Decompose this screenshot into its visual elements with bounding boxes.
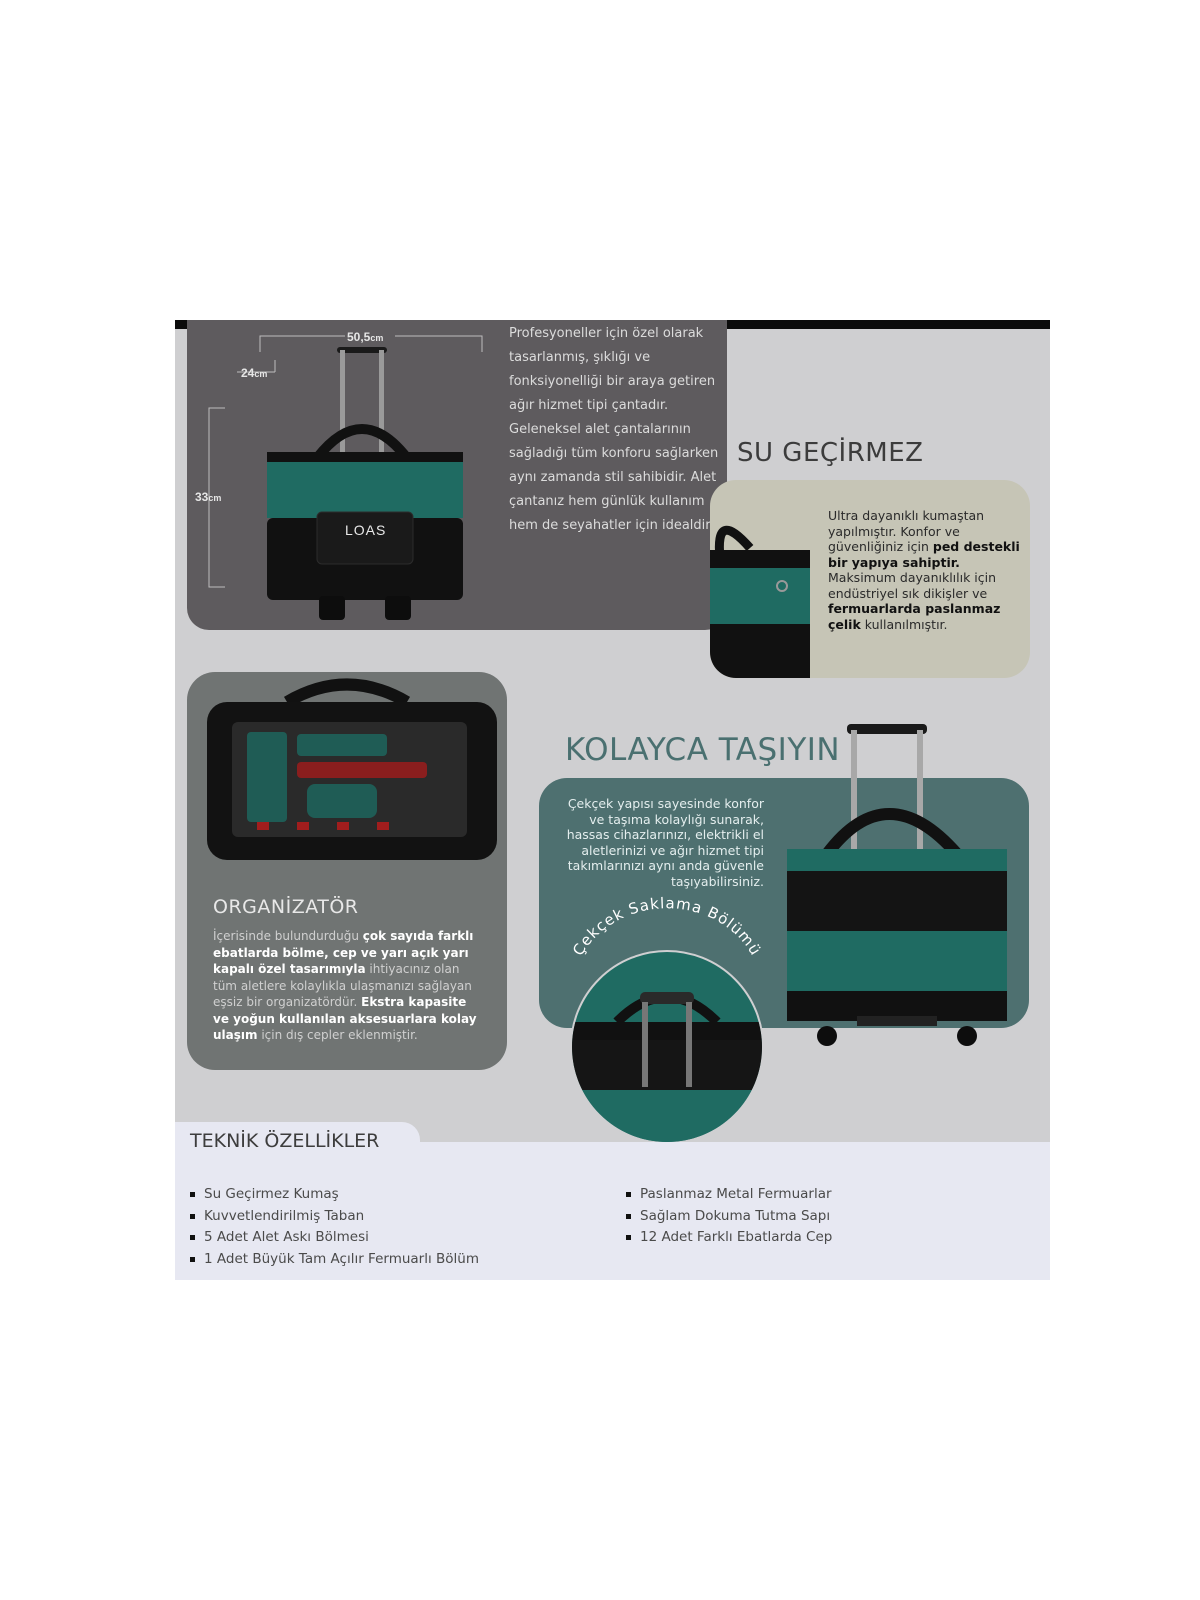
list-item: 12 Adet Farklı Ebatlarda Cep (626, 1227, 832, 1249)
trolley-bag-large-illustration (787, 724, 1007, 1046)
list-item: 5 Adet Alet Askı Bölmesi (190, 1227, 479, 1249)
specs-tab (175, 1122, 420, 1162)
dimension-width: 50,5cm (347, 330, 384, 344)
waterproof-panel: Ultra dayanıklı kumaştan yapılmıştır. Ko… (710, 480, 1030, 678)
list-item: Su Geçirmez Kumaş (190, 1184, 479, 1206)
open-bag-illustration (207, 678, 497, 860)
specs-band (175, 1142, 1050, 1280)
waterproof-description: Ultra dayanıklı kumaştan yapılmıştır. Ko… (828, 508, 1020, 632)
list-item: Paslanmaz Metal Fermuarlar (626, 1184, 832, 1206)
dimension-height: 33cm (195, 490, 222, 504)
specs-title: TEKNİK ÖZELLİKLER (190, 1130, 380, 1152)
dimension-lines (208, 335, 483, 620)
easy-carry-description: Çekçek yapısı sayesinde konfor ve taşıma… (566, 796, 764, 889)
dimension-depth: 24cm (241, 366, 268, 380)
intro-panel: 50,5cm 24cm 33cm LOAS Profesyoneller içi… (187, 320, 727, 630)
organizer-description: İçerisinde bulundurduğu çok sayıda farkl… (213, 929, 477, 1042)
easy-carry-title: KOLAYCA TAŞIYIN (565, 732, 841, 768)
trolley-storage-curved-label: Çekçek Saklama Bölümü (569, 894, 764, 959)
brand-logo: LOAS (345, 522, 387, 538)
specs-list-right: Paslanmaz Metal Fermuarlar Sağlam Dokuma… (626, 1184, 832, 1249)
waterproof-title: SU GEÇİRMEZ (737, 438, 924, 468)
organizer-panel: ORGANİZATÖR İçerisinde bulundurduğu çok … (187, 672, 507, 1070)
list-item: Sağlam Dokuma Tutma Sapı (626, 1206, 832, 1228)
organizer-title: ORGANİZATÖR (213, 896, 359, 918)
product-infographic: 50,5cm 24cm 33cm LOAS Profesyoneller içi… (175, 320, 1050, 1280)
list-item: Kuvvetlendirilmiş Taban (190, 1206, 479, 1228)
intro-description: Profesyoneller için özel olarak tasarlan… (509, 326, 719, 533)
trolley-storage-closeup-image (570, 950, 764, 1144)
list-item: 1 Adet Büyük Tam Açılır Fermuarlı Bölüm (190, 1249, 479, 1271)
bag-closeup-image (710, 488, 810, 678)
specs-list-left: Su Geçirmez Kumaş Kuvvetlendirilmiş Taba… (190, 1184, 479, 1270)
trolley-bag-illustration (267, 347, 463, 620)
